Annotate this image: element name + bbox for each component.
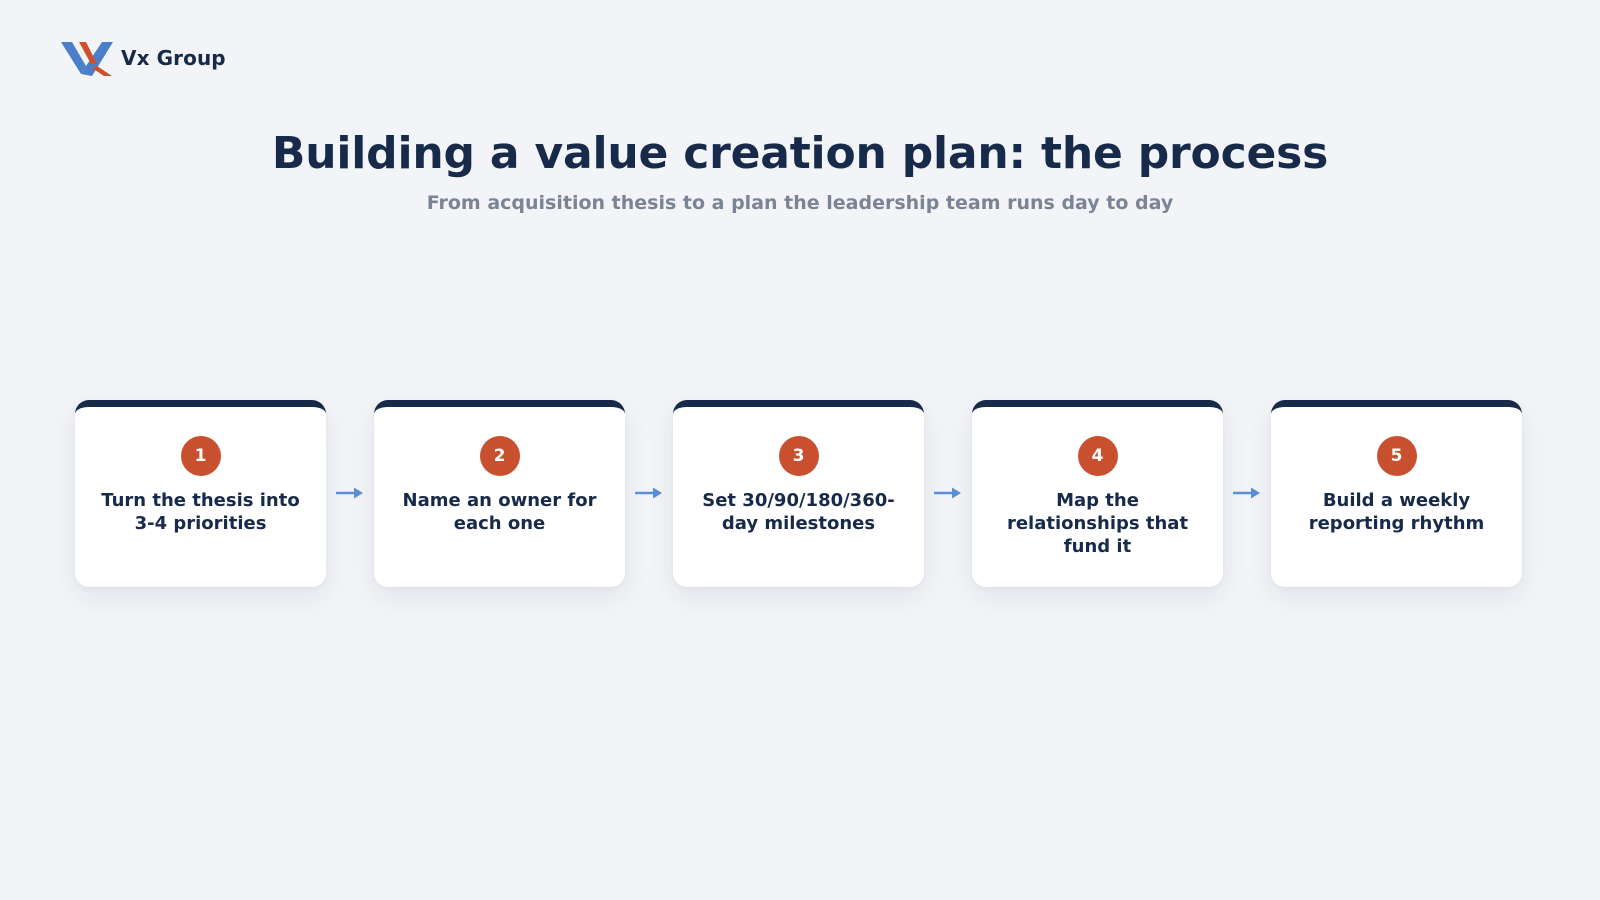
vx-logo-icon xyxy=(61,42,113,76)
right-arrow-icon xyxy=(1223,400,1271,587)
brand-name: Vx Group xyxy=(121,46,226,70)
page-title: Building a value creation plan: the proc… xyxy=(271,128,1329,179)
step-label: Turn the thesis into 3-4 priorities xyxy=(101,490,300,534)
step-card-4: 4 Map the relationships that fund it xyxy=(972,400,1223,587)
step-number-badge: 4 xyxy=(1077,436,1118,476)
step-card-1: 1 Turn the thesis into 3-4 priorities xyxy=(75,400,326,587)
step-card-3: 3 Set 30/90/180/360-day milestones xyxy=(673,400,924,587)
step-label: Map the relationships that fund it xyxy=(1006,490,1189,557)
step-card-2: 2 Name an owner for each one xyxy=(374,400,625,587)
step-number-badge: 1 xyxy=(180,436,221,476)
step-number-badge: 3 xyxy=(778,436,819,476)
process-flow: 1 Turn the thesis into 3-4 priorities 2 … xyxy=(75,400,1522,587)
step-label: Name an owner for each one xyxy=(402,490,597,534)
step-number-badge: 5 xyxy=(1376,436,1417,476)
step-number-badge: 2 xyxy=(479,436,520,476)
right-arrow-icon xyxy=(924,400,972,587)
right-arrow-icon xyxy=(326,400,374,587)
brand: Vx Group xyxy=(61,40,226,76)
step-label: Build a weekly reporting rhythm xyxy=(1308,490,1485,534)
step-label: Set 30/90/180/360-day milestones xyxy=(702,490,895,534)
right-arrow-icon xyxy=(625,400,673,587)
page-subtitle: From acquisition thesis to a plan the le… xyxy=(426,192,1174,214)
step-card-5: 5 Build a weekly reporting rhythm xyxy=(1271,400,1522,587)
